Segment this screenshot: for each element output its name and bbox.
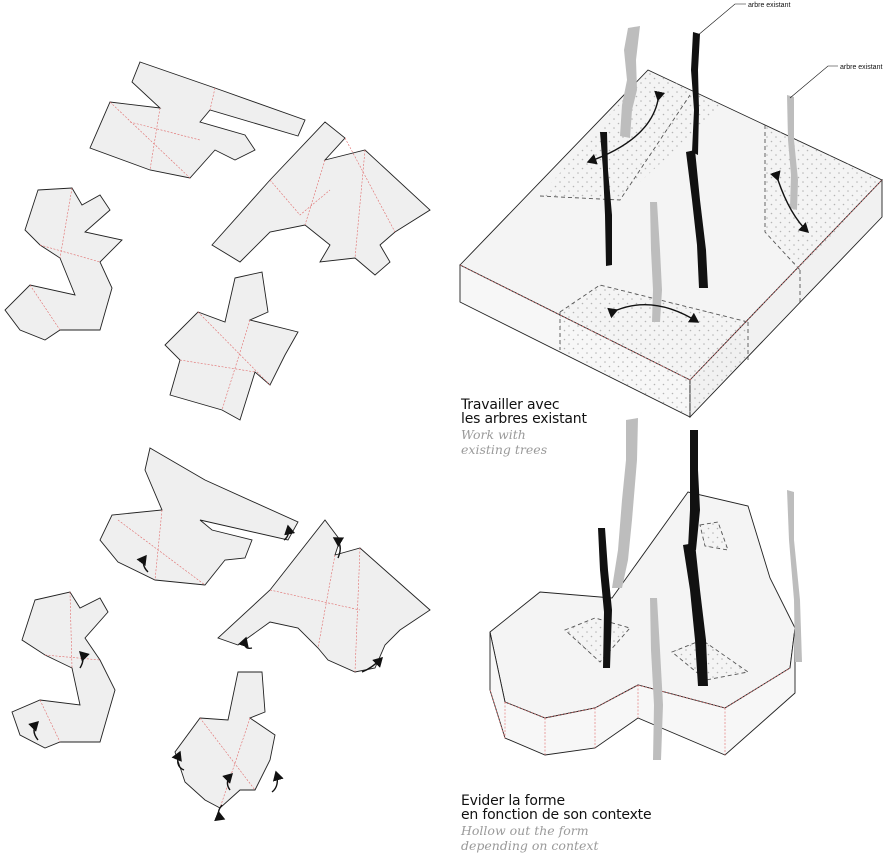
hollowed-top-face <box>489 491 796 719</box>
tree-dark-6 <box>683 543 708 686</box>
hollow-pocket-3 <box>699 521 729 551</box>
hollowed-form <box>489 418 802 760</box>
leader-tree-b <box>789 65 838 99</box>
flat-piece-2 <box>211 121 431 276</box>
flat-piece-1 <box>89 61 306 179</box>
top-caption-en-2: existing trees <box>461 442 548 457</box>
tree-dark-3 <box>686 150 708 288</box>
tree-dark-4 <box>688 430 700 550</box>
folding-piece-3 <box>11 591 116 749</box>
folding-piece-1 <box>99 447 299 586</box>
bottom-caption-en-1: Hollow out the form <box>461 823 589 838</box>
rotate-arrow-north <box>586 90 666 165</box>
label-tree-a: arbre existant <box>748 2 790 9</box>
hollow-zone-east-side <box>690 322 748 417</box>
tree-dark-1 <box>691 32 700 155</box>
top-caption-fr-1: Travailler avec <box>461 397 560 413</box>
hollow-pocket-2 <box>671 639 750 681</box>
folding-piece-2 <box>217 519 431 673</box>
top-caption-fr-2: les arbres existant <box>461 411 587 427</box>
top-caption-en-1: Work with <box>461 427 526 442</box>
rotate-arrow-south <box>607 304 700 323</box>
tree-dark-2 <box>600 132 612 266</box>
leader-tree-a <box>696 3 746 37</box>
folding-piece-4 <box>171 671 284 822</box>
unfolded-pieces-flat <box>4 61 431 421</box>
rotate-arrow-east <box>769 170 810 233</box>
tree-light-2 <box>650 202 662 322</box>
tree-light-6 <box>787 490 802 662</box>
tree-light-5 <box>650 598 663 760</box>
unfolded-pieces-folding <box>11 447 431 822</box>
bottom-caption-en-2: depending on context <box>461 838 599 853</box>
hollow-pocket-1 <box>564 617 631 663</box>
label-tree-b: arbre existant <box>840 64 882 71</box>
hollow-zone-south <box>560 285 748 380</box>
flat-piece-3 <box>4 187 123 341</box>
tree-light-4 <box>612 418 638 588</box>
bottom-caption-fr-2: en fonction de son contexte <box>461 807 652 823</box>
tree-dark-5 <box>598 528 612 668</box>
flat-piece-4 <box>164 271 299 421</box>
bottom-caption-fr-1: Evider la forme <box>461 793 565 809</box>
iso-block-trees: arbre existant arbre existant <box>459 2 883 419</box>
hollow-zone-south-side <box>560 312 690 417</box>
